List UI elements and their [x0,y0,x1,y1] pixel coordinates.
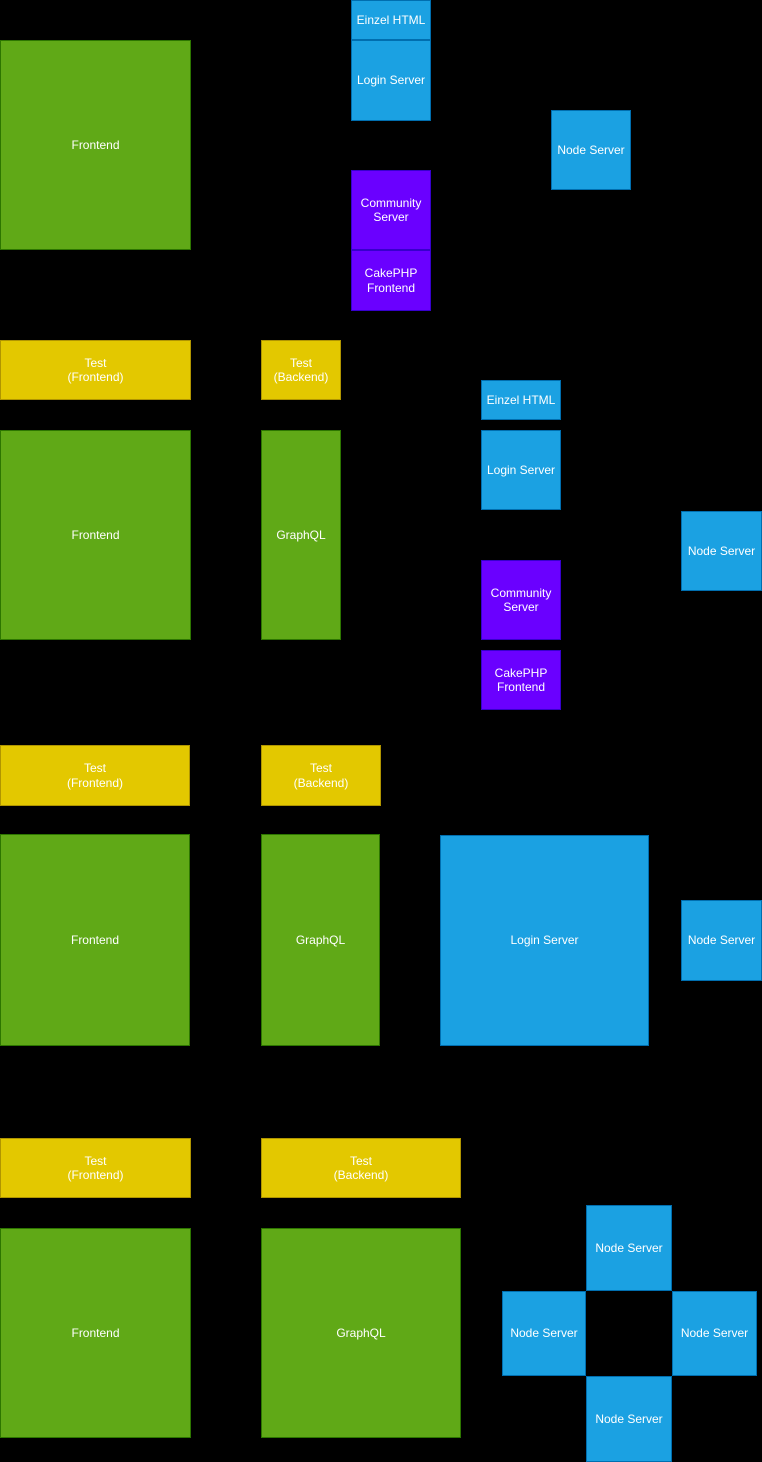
node-label: Test (Frontend) [66,761,124,790]
node-label: GraphQL [336,1325,386,1340]
node-frontend-p3: Frontend [0,834,190,1046]
node-label: Frontend [70,932,120,947]
node-node-server-p4-top: Node Server [586,1205,672,1291]
node-login-server-p1: Login Server [351,40,431,121]
node-node-server-p4-left: Node Server [502,1291,586,1376]
node-cakephp-frontend-p1: CakePHP Frontend [351,250,431,311]
node-label: Node Server [687,933,756,948]
node-einzel-html-p1: Einzel HTML [351,0,431,40]
node-label: GraphQL [295,932,346,947]
node-graphql-p3: GraphQL [261,834,380,1046]
node-label: Node Server [680,1326,749,1341]
node-label: Login Server [486,462,556,477]
node-label: Einzel HTML [356,12,426,27]
node-test-backend-p4: Test (Backend) [261,1138,461,1198]
node-cakephp-frontend-p2: CakePHP Frontend [481,650,561,710]
node-einzel-html-p2: Einzel HTML [481,380,561,420]
node-frontend-p4: Frontend [0,1228,191,1438]
node-label: Node Server [510,1326,578,1341]
node-frontend-p2: Frontend [0,430,191,640]
node-community-server-p2: Community Server [481,560,561,640]
node-label: Login Server [510,933,579,948]
node-label: GraphQL [276,527,326,542]
node-label: Test (Frontend) [67,1153,124,1182]
node-node-server-p2: Node Server [681,511,762,591]
node-node-server-p1: Node Server [551,110,631,190]
node-label: Test (Backend) [333,1153,389,1182]
node-label: Node Server [595,1411,663,1426]
node-label: Node Server [595,1240,663,1255]
node-label: Community Server [490,585,552,614]
node-label: Node Server [557,142,625,157]
node-frontend-p1: Frontend [0,40,191,250]
node-label: Einzel HTML [486,392,556,407]
node-label: Login Server [356,73,426,88]
node-test-frontend-p3: Test (Frontend) [0,745,190,806]
node-label: Frontend [71,1325,120,1340]
node-community-server-p1: Community Server [351,170,431,250]
node-login-server-p2: Login Server [481,430,561,510]
node-label: Frontend [71,137,120,152]
node-node-server-p4-right: Node Server [672,1291,757,1376]
node-label: CakePHP Frontend [494,665,548,694]
node-label: Node Server [687,543,756,558]
node-node-server-p3: Node Server [681,900,762,981]
node-login-server-p3: Login Server [440,835,649,1046]
node-test-backend-p3: Test (Backend) [261,745,381,806]
node-label: Test (Backend) [273,355,329,384]
node-test-frontend-p4: Test (Frontend) [0,1138,191,1198]
node-label: Test (Frontend) [67,355,124,384]
node-graphql-p2: GraphQL [261,430,341,640]
node-label: Test (Backend) [293,761,349,790]
node-node-server-p4-bottom: Node Server [586,1376,672,1462]
node-test-backend-p2: Test (Backend) [261,340,341,400]
node-label: Community Server [360,195,422,224]
node-label: CakePHP Frontend [364,266,418,295]
node-label: Frontend [71,527,120,542]
node-test-frontend-p2: Test (Frontend) [0,340,191,400]
node-graphql-p4: GraphQL [261,1228,461,1438]
